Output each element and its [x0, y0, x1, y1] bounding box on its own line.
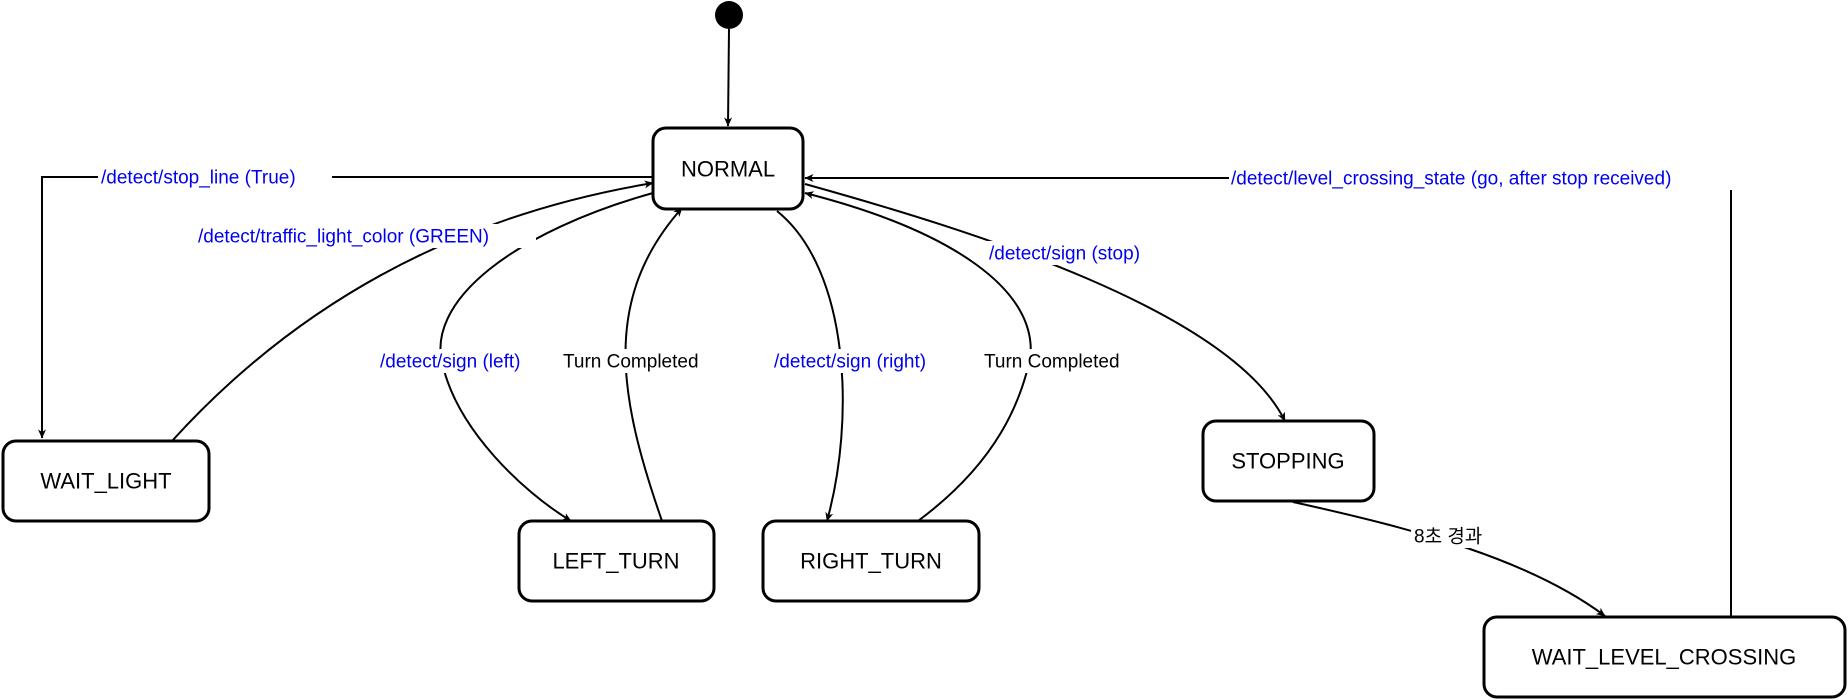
label-level-crossing-go-text: /detect/level_crossing_state (go, after …: [1231, 169, 1671, 190]
initial-state-dot: [715, 1, 743, 29]
state-stopping: STOPPING: [1201, 419, 1376, 503]
state-wait-level-crossing: WAIT_LEVEL_CROSSING: [1482, 615, 1847, 699]
label-stop-timeout-text: 8초 경과: [1414, 526, 1482, 548]
state-wait-light-label: WAIT_LIGHT: [40, 469, 171, 494]
state-normal-label: NORMAL: [681, 157, 775, 182]
state-left-turn-label: LEFT_TURN: [552, 549, 679, 574]
state-stopping-label: STOPPING: [1231, 449, 1344, 474]
label-right-done: Turn Completed: [981, 349, 1143, 373]
edge-traffic-light: [171, 180, 654, 442]
label-stop-line: /detect/stop_line (True): [98, 165, 332, 189]
label-left-done-text: Turn Completed: [563, 352, 699, 373]
label-right-done-text: Turn Completed: [984, 352, 1120, 373]
label-sign-stop: /detect/sign (stop): [986, 241, 1166, 265]
label-left-done: Turn Completed: [560, 349, 722, 373]
state-right-turn-label: RIGHT_TURN: [800, 549, 942, 574]
label-sign-right-text: /detect/sign (right): [774, 352, 926, 373]
state-right-turn: RIGHT_TURN: [761, 519, 981, 603]
label-stop-line-text: /detect/stop_line (True): [101, 168, 296, 189]
edge-initial: [724, 28, 733, 127]
state-wait-light: WAIT_LIGHT: [1, 439, 211, 523]
edge-stop-timeout: [1292, 501, 1606, 617]
state-wait-level-crossing-label: WAIT_LEVEL_CROSSING: [1532, 645, 1796, 670]
label-traffic-light: /detect/traffic_light_color (GREEN): [196, 224, 536, 248]
label-sign-left: /detect/sign (left): [378, 349, 548, 373]
label-level-crossing-go: /detect/level_crossing_state (go, after …: [1229, 166, 1741, 190]
label-sign-left-text: /detect/sign (left): [380, 352, 520, 373]
edge-sign-stop: [804, 183, 1286, 422]
state-left-turn: LEFT_TURN: [517, 519, 716, 603]
state-normal: NORMAL: [651, 126, 805, 211]
edge-stop-line: [38, 176, 653, 439]
label-sign-right: /detect/sign (right): [772, 349, 952, 373]
label-stop-timeout: 8초 경과: [1411, 524, 1495, 548]
label-sign-stop-text: /detect/sign (stop): [989, 244, 1140, 265]
label-traffic-light-text: /detect/traffic_light_color (GREEN): [198, 227, 489, 248]
